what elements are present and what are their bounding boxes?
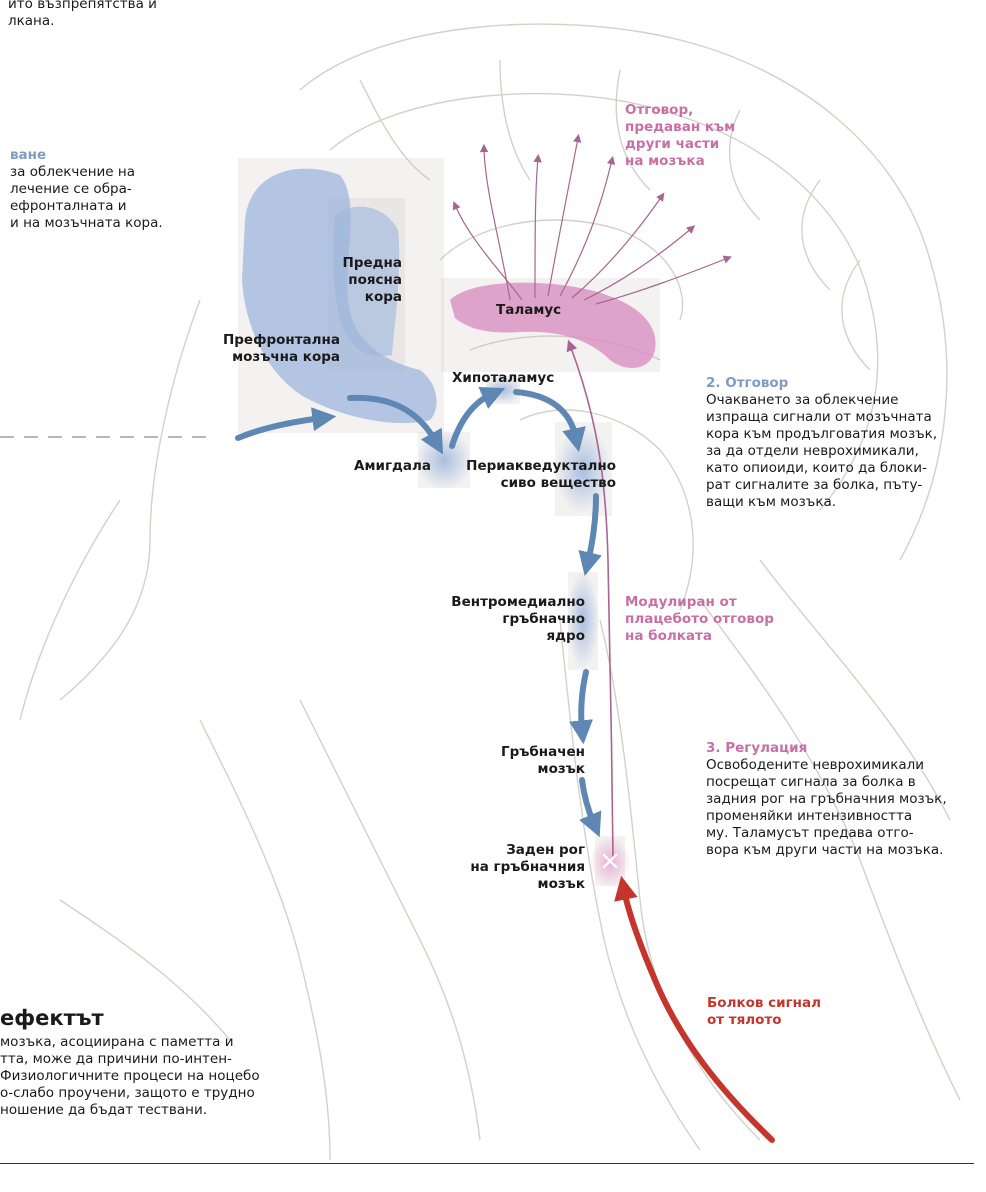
annotation-response-sent: Отговор, предаван към други части на моз… xyxy=(625,102,735,170)
label-dorsal-horn: Заден рог на гръбначния мозък xyxy=(440,842,585,893)
label-prefrontal: Префронтална мозъчна кора xyxy=(200,332,340,366)
top-left-note: йто възпрепятства и лкана. xyxy=(8,0,157,30)
label-anterior-cingulate: Предна поясна кора xyxy=(330,255,402,306)
regulation-text: 3. Регулация Освободените неврохимикали … xyxy=(706,740,947,859)
label-periaqueductal: Периакведуктално сиво вещество xyxy=(440,458,616,492)
label-spinal-cord: Гръбначен мозък xyxy=(470,744,585,778)
label-amygdala: Амигдала xyxy=(354,458,431,475)
expectation-text: ване за облекчение на лечение се обра- е… xyxy=(10,147,163,232)
response-text: 2. Отговор Очакването за облекчение изпр… xyxy=(706,375,937,511)
arrow-ventromedial-to-spinal xyxy=(581,672,586,730)
response-heading: 2. Отговор xyxy=(706,375,937,392)
nocebo-text: мозъка, асоциирана с паметта и тта, може… xyxy=(0,1034,260,1119)
bottom-rule xyxy=(0,1163,974,1164)
label-ventromedial: Вентромедиално гръбначно ядро xyxy=(420,594,585,645)
label-hypothalamus: Хипоталамус xyxy=(452,370,554,387)
annotation-pain-signal: Болков сигнал от тялото xyxy=(707,995,821,1029)
nocebo-heading: ефектът xyxy=(0,1006,104,1030)
arrow-spinal-to-dorsal-horn xyxy=(582,780,594,824)
label-thalamus: Таламус xyxy=(496,302,561,319)
regulation-heading: 3. Регулация xyxy=(706,740,947,757)
expectation-heading: ване xyxy=(10,147,163,164)
annotation-modulated: Модулиран от плацебото отговор на болкат… xyxy=(625,594,774,645)
